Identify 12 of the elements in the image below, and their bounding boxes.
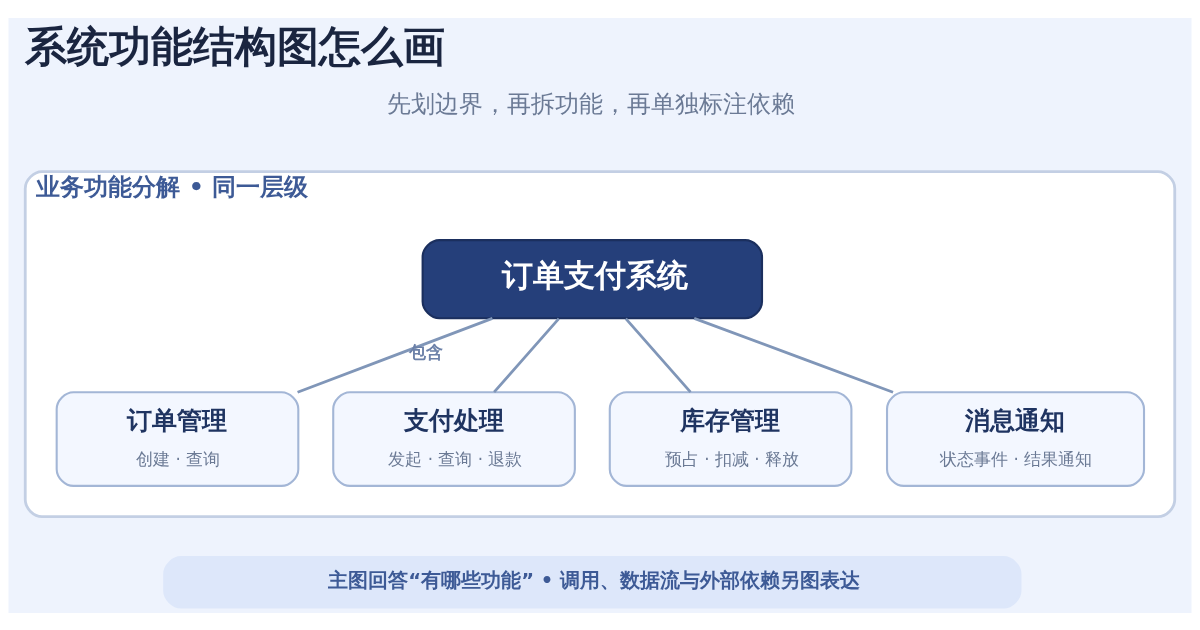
node-box: 订单管理 创建 · 查询 [55, 390, 300, 487]
node-box: 支付处理 发起 · 查询 · 退款 [332, 390, 576, 487]
node-box: 订单支付系统 [421, 238, 764, 319]
connector [693, 316, 894, 394]
connector [297, 316, 493, 394]
connector [493, 317, 560, 393]
node-box: 库存管理 预占 · 扣减 · 释放 [608, 390, 853, 487]
edge-label: 包含 [409, 341, 444, 362]
label: 先划边界，再拆功能，再单独标注依赖 [387, 89, 795, 118]
connector [624, 317, 692, 393]
node-box: 消息通知 状态事件 · 结果通知 [885, 390, 1146, 487]
diagram-title: 系统功能结构图怎么画 [25, 21, 446, 71]
